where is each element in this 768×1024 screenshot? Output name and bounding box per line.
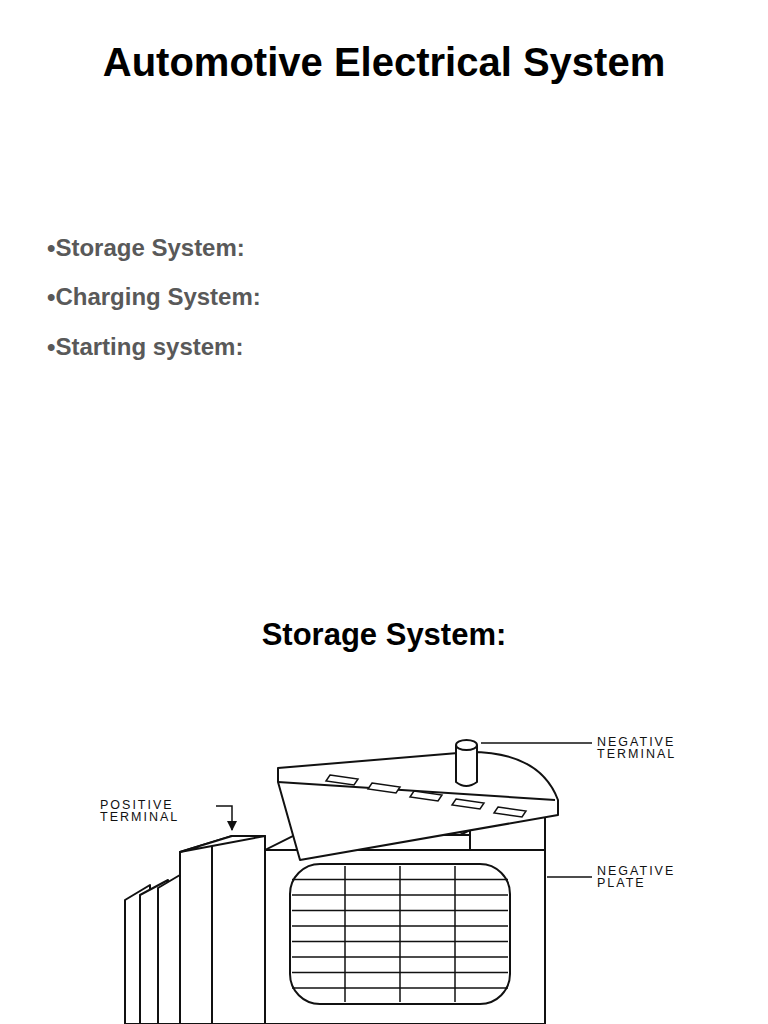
negative-strap xyxy=(278,752,558,860)
slide-title: Automotive Electrical System xyxy=(0,40,768,85)
leader-line xyxy=(481,742,592,744)
part-label: POSITIVE TERMINAL xyxy=(100,799,225,823)
leader-line xyxy=(216,806,232,830)
leader-line xyxy=(547,876,592,878)
negative-post-top xyxy=(456,740,477,750)
part-label: NEGATIVE PLATE xyxy=(597,865,722,889)
strap-slots xyxy=(326,775,526,817)
part-label: NEGATIVE TERMINAL xyxy=(597,736,722,760)
plate-grid xyxy=(290,864,510,1004)
negative-plate xyxy=(262,850,545,1024)
bullet-item: •Storage System: xyxy=(47,234,245,262)
section-heading: Storage System: xyxy=(0,617,768,653)
negative-post xyxy=(456,745,477,786)
bullet-item: •Starting system: xyxy=(47,333,243,361)
plate-top xyxy=(180,836,265,852)
plate-grid-lines xyxy=(292,866,508,1002)
strap-edge xyxy=(278,782,555,800)
plate-edge xyxy=(211,846,213,1024)
positive-terminal-plate xyxy=(180,836,265,1024)
bullet-item: •Charging System: xyxy=(47,283,261,311)
